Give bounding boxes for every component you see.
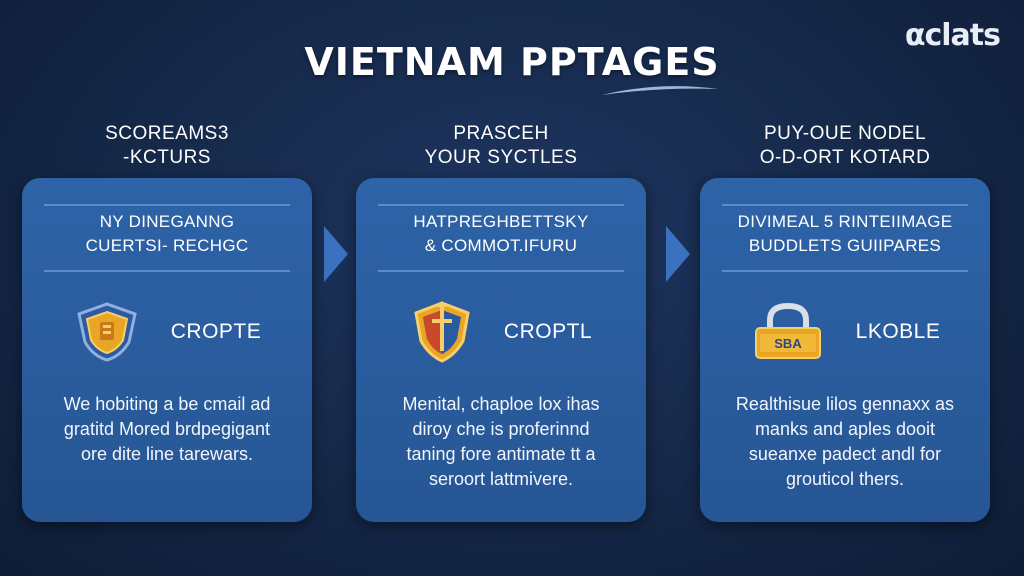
card-description-line-1: Menital, chaploe lox ihas: [402, 394, 600, 414]
card-icon-label: LKOBLE: [855, 320, 941, 343]
column-2: PRASCEH YOUR SYCTLES HATPREGHBETTSKY & C…: [356, 122, 646, 522]
arrow-right-icon: [666, 226, 690, 282]
page-title: VIETNAM PPTAGES: [304, 40, 720, 84]
card-description-line-4: grouticol thers.: [785, 469, 905, 489]
card-icon-row: CROPTL: [378, 272, 624, 392]
shield-crest-icon: [76, 302, 137, 362]
padlock-icon: SBA: [754, 302, 821, 359]
card-subtitle-line-1: HATPREGHBETTSKY: [413, 212, 589, 231]
column-heading-line-1: SCOREAMS3: [105, 123, 229, 144]
arrow-right-icon: [324, 226, 348, 282]
step-card: NY DINEGANNG CUERTSI- RECHGC CROPTE We h…: [22, 178, 312, 522]
card-subtitle-line-1: NY DINEGANNG: [99, 212, 235, 231]
card-subtitle-line-2: & COMMOT.IFURU: [424, 236, 578, 255]
card-description-line-3: ore dite line tarewars.: [80, 444, 254, 464]
card-description: Realthisue lilos gennaxx as manks and ap…: [722, 392, 968, 492]
column-heading-line-2: O-D-ORT KOTARD: [759, 147, 931, 168]
step-card: DIVIMEAL 5 RINTEIIMAGE BUDDLETS GUIIPARE…: [700, 178, 990, 522]
step-card: HATPREGHBETTSKY & COMMOT.IFURU CROPTL Me…: [356, 178, 646, 522]
card-subtitle: DIVIMEAL 5 RINTEIIMAGE BUDDLETS GUIIPARE…: [722, 204, 968, 272]
card-description-line-1: Realthisue lilos gennaxx as: [735, 394, 955, 414]
card-description: We hobiting a be cmail ad gratitd Mored …: [44, 392, 290, 467]
card-subtitle-line-2: CUERTSI- RECHGC: [85, 236, 249, 255]
column-3: PUY-OUE NODEL O-D-ORT KOTARD DIVIMEAL 5 …: [700, 122, 990, 522]
column-heading-line-2: -KCTURS: [123, 147, 211, 168]
card-description-line-4: seroort lattmivere.: [428, 469, 574, 489]
card-description-line-2: manks and aples dooit: [754, 419, 936, 439]
card-description-line-1: We hobiting a be cmail ad: [63, 394, 271, 414]
shield-sword-icon: [414, 301, 470, 363]
column-heading-line-1: PRASCEH: [453, 123, 549, 144]
padlock-label: SBA: [774, 336, 802, 351]
card-description-line-3: taning fore antimate tt a: [406, 444, 596, 464]
card-description-line-3: sueanxe padect andl for: [748, 444, 942, 464]
column-heading-line-1: PUY-OUE NODEL: [763, 123, 927, 144]
card-icon-row: SBA LKOBLE: [722, 272, 968, 392]
card-icon-label: CROPTL: [503, 320, 593, 343]
column-heading: PUY-OUE NODEL O-D-ORT KOTARD: [700, 122, 990, 178]
column-heading: SCOREAMS3 -KCTURS: [22, 122, 312, 178]
column-1: SCOREAMS3 -KCTURS NY DINEGANNG CUERTSI- …: [22, 122, 312, 522]
title-swoosh-decoration: [602, 86, 718, 95]
brand-logo: αclats: [904, 18, 1001, 53]
card-description-line-2: diroy che is proferinnd: [412, 419, 590, 439]
card-subtitle-line-1: DIVIMEAL 5 RINTEIIMAGE: [737, 212, 953, 231]
card-icon-row: CROPTE: [44, 272, 290, 392]
card-subtitle: NY DINEGANNG CUERTSI- RECHGC: [44, 204, 290, 272]
card-subtitle: HATPREGHBETTSKY & COMMOT.IFURU: [378, 204, 624, 272]
card-icon-label: CROPTE: [170, 320, 262, 343]
column-heading: PRASCEH YOUR SYCTLES: [356, 122, 646, 178]
column-heading-line-2: YOUR SYCTLES: [424, 147, 578, 168]
card-description: Menital, chaploe lox ihas diroy che is p…: [378, 392, 624, 492]
card-subtitle-line-2: BUDDLETS GUIIPARES: [748, 236, 942, 255]
card-description-line-2: gratitd Mored brdpegigant: [63, 419, 271, 439]
